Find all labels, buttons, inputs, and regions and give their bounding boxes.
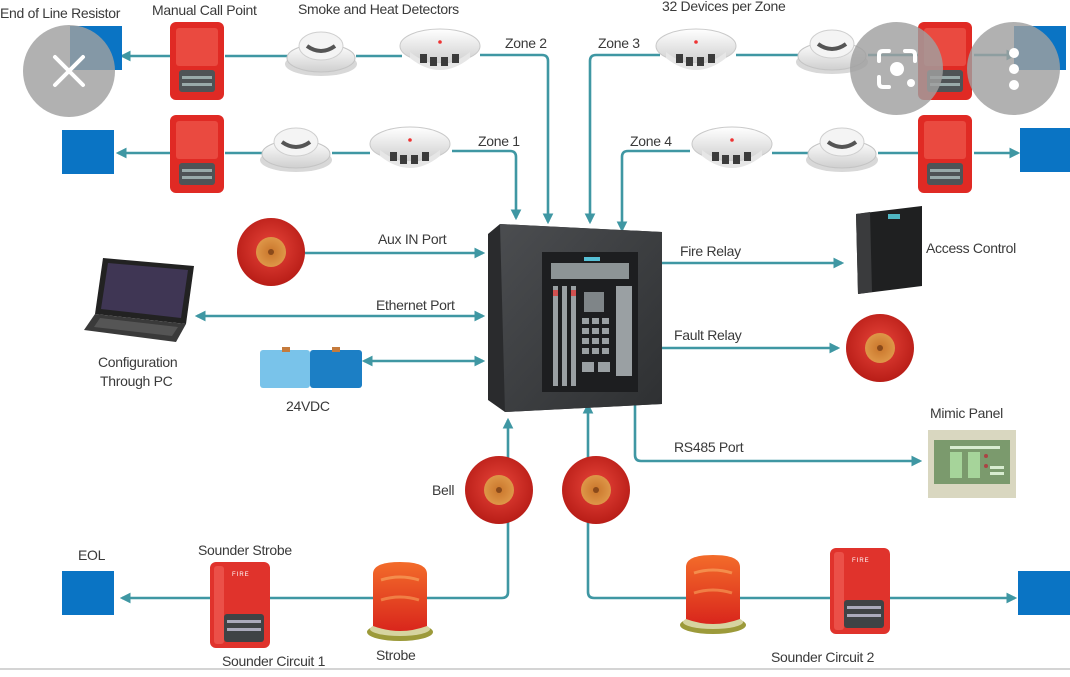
label-smoke-heat-detectors: Smoke and Heat Detectors: [298, 1, 459, 17]
strobe-circuit-2: [678, 553, 748, 636]
label-bell: Bell: [432, 482, 454, 498]
mimic-panel: [928, 430, 1016, 498]
manual-call-point-zone1: [170, 115, 224, 193]
heat-detector-zone1: [369, 126, 451, 169]
manual-call-point-zone4: [918, 115, 972, 193]
laptop-icon: [84, 258, 194, 342]
label-end-of-line-resistor: End of Line Resistor: [0, 5, 121, 21]
label-config-pc-2: Through PC: [100, 373, 173, 389]
fire-alarm-control-panel: [488, 224, 662, 412]
label-strobe: Strobe: [376, 647, 416, 663]
eol-sounder-circuit-2: [1018, 571, 1070, 615]
sounder-circuit-1-wire: [119, 417, 514, 604]
heat-detector-zone4: [691, 126, 773, 169]
smoke-detector-zone4: [804, 126, 880, 174]
label-aux-in-port: Aux IN Port: [378, 231, 447, 247]
label-sounder-circuit-1: Sounder Circuit 1: [222, 653, 326, 669]
label-sounder-circuit-2: Sounder Circuit 2: [771, 649, 875, 665]
lens-search-button[interactable]: [850, 22, 943, 115]
label-fire-relay: Fire Relay: [680, 243, 741, 259]
label-eol: EOL: [78, 547, 106, 563]
sounder-strobe-circuit-1: [210, 562, 270, 648]
sounder-circuit-2-bell: [562, 456, 630, 524]
fault-bell: [846, 314, 914, 382]
end-of-line-resistor-zone4: [1020, 128, 1070, 172]
close-button[interactable]: [23, 25, 115, 117]
sounder-circuit-2-wire: [582, 402, 1018, 604]
manual-call-point-zone2: [170, 22, 224, 100]
label-manual-call-point: Manual Call Point: [152, 2, 257, 18]
sounder-strobe-circuit-2: [830, 548, 890, 634]
zone4-wiring: [616, 147, 1021, 233]
smoke-detector-zone2: [283, 30, 359, 78]
bottom-divider: [0, 668, 1070, 670]
aux-bell: [237, 218, 305, 286]
label-mimic-panel: Mimic Panel: [930, 405, 1003, 421]
battery-24vdc: [260, 347, 362, 388]
smoke-detector-zone1: [258, 126, 334, 174]
label-battery: 24VDC: [286, 398, 330, 414]
close-icon: [53, 55, 85, 87]
end-of-line-resistor-zone1: [62, 130, 114, 174]
more-vertical-icon: [1008, 47, 1019, 90]
label-zone3: Zone 3: [598, 35, 640, 51]
label-sounder-strobe: Sounder Strobe: [198, 542, 292, 558]
eol-sounder-circuit-1: [62, 571, 114, 615]
label-zone2: Zone 2: [505, 35, 547, 51]
label-devices-per-zone: 32 Devices per Zone: [662, 0, 786, 14]
label-zone4: Zone 4: [630, 133, 672, 149]
heat-detector-zone3: [655, 28, 737, 71]
sounder-circuit-1-bell: [465, 456, 533, 524]
label-ethernet-port: Ethernet Port: [376, 297, 455, 313]
label-config-pc-1: Configuration: [98, 354, 177, 370]
label-access-control: Access Control: [926, 240, 1016, 256]
label-zone1: Zone 1: [478, 133, 520, 149]
zone1-wiring: [115, 147, 522, 221]
lens-search-icon: [876, 48, 917, 89]
strobe-circuit-1: [365, 560, 435, 643]
heat-detector-zone2: [399, 28, 481, 71]
zone2-wiring: [119, 50, 554, 225]
access-control-server: [856, 206, 922, 294]
more-options-button[interactable]: [967, 22, 1060, 115]
label-rs485-port: RS485 Port: [674, 439, 744, 455]
label-fault-relay: Fault Relay: [674, 327, 742, 343]
